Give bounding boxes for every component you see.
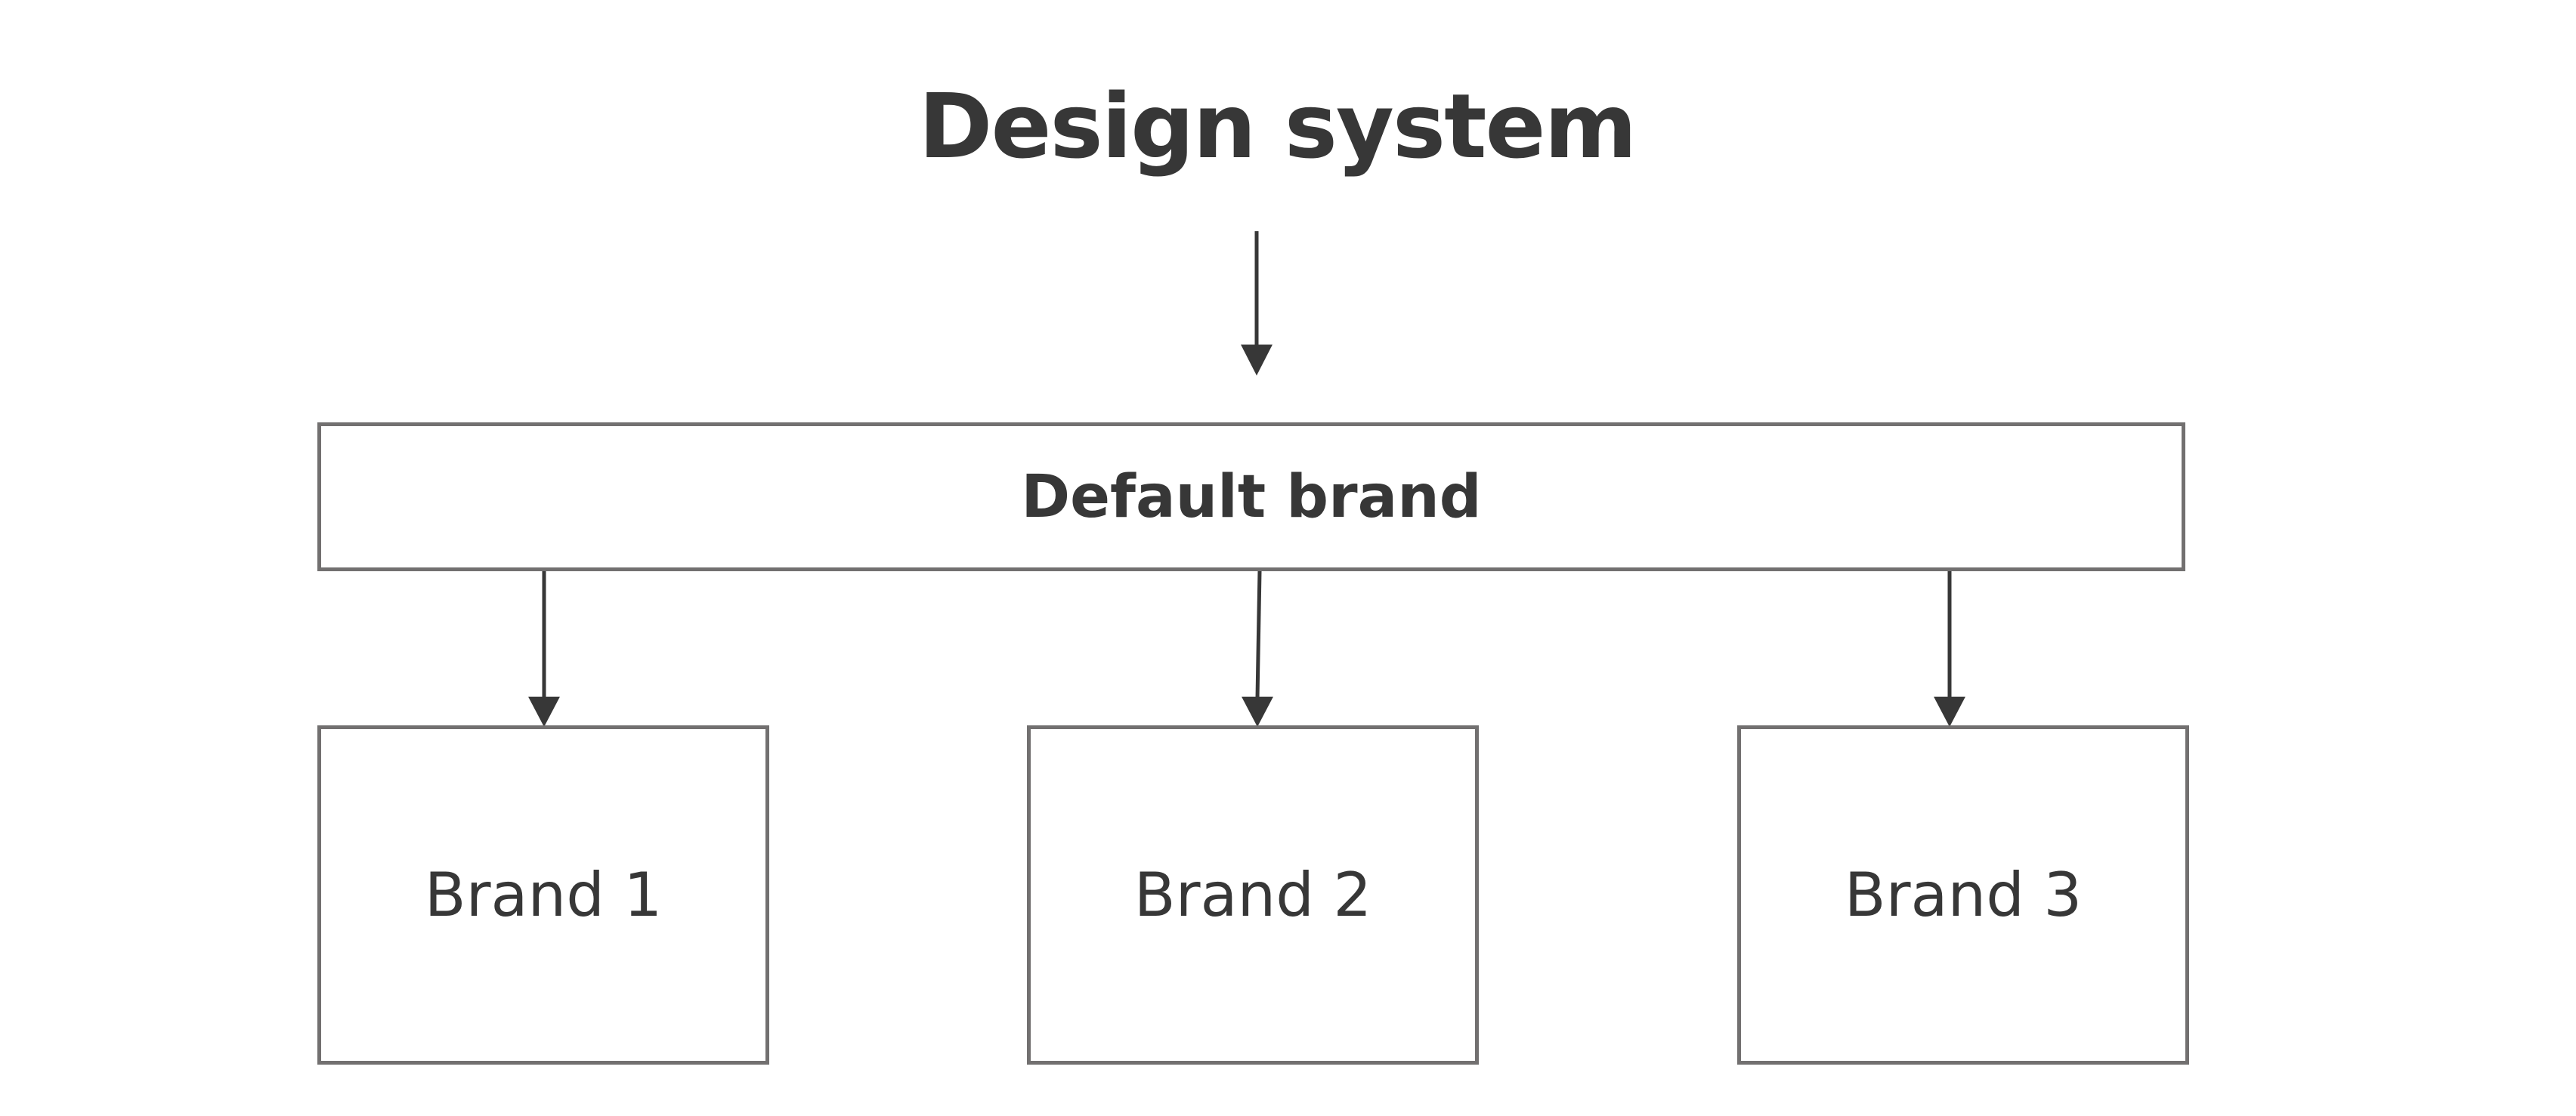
brand-3-node: Brand 3 bbox=[1737, 725, 2189, 1065]
brand-2-label: Brand 2 bbox=[1133, 860, 1372, 930]
brand-2-node: Brand 2 bbox=[1027, 725, 1479, 1065]
default-to-brand-1-arrow bbox=[528, 571, 560, 727]
default-brand-label: Default brand bbox=[1021, 462, 1482, 531]
default-brand-node: Default brand bbox=[317, 422, 2185, 571]
brand-3-label: Brand 3 bbox=[1844, 860, 2083, 930]
diagram-title: Design system bbox=[918, 74, 1637, 178]
brand-1-node: Brand 1 bbox=[317, 725, 769, 1065]
brand-1-label: Brand 1 bbox=[424, 860, 663, 930]
default-to-brand-3-arrow bbox=[1934, 571, 1965, 727]
default-to-brand-2-arrow bbox=[1242, 570, 1273, 727]
title-to-default-arrow bbox=[1241, 231, 1273, 376]
